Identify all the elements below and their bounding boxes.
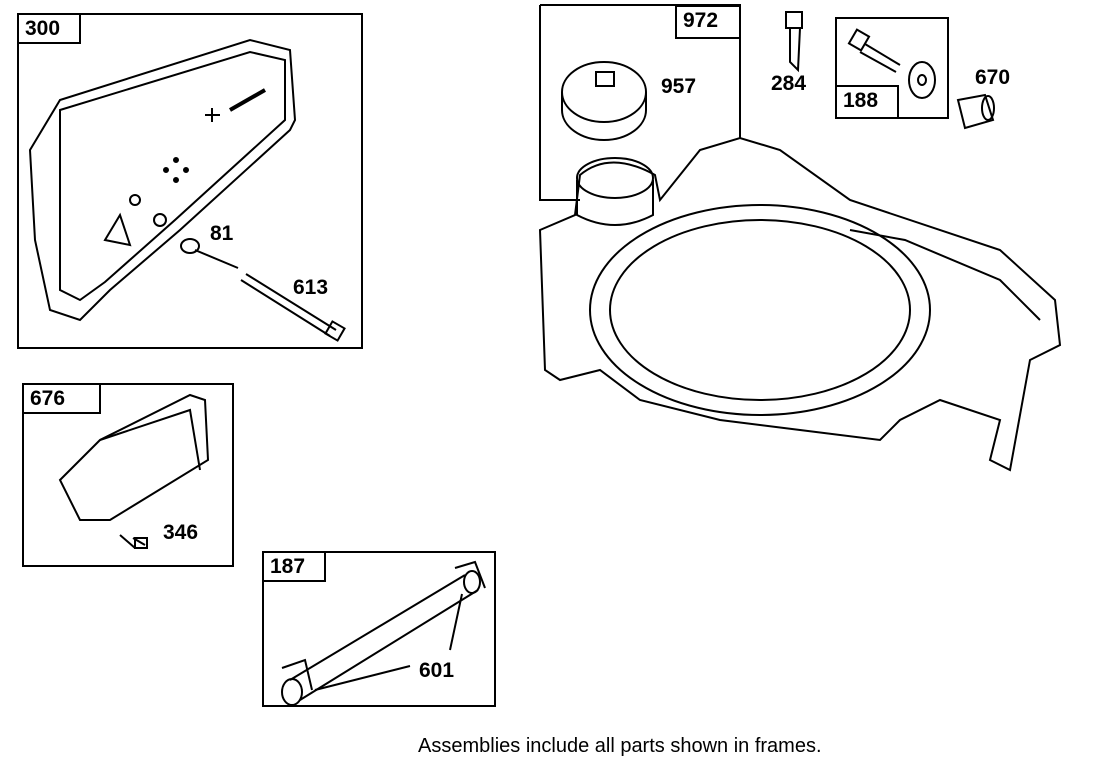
screw-188-drawing — [847, 28, 936, 99]
callout-613: 613 — [293, 276, 329, 299]
muffler-assembly-label: 300 — [17, 13, 81, 44]
callout-284: 284 — [771, 72, 807, 95]
caption: Assemblies include all parts shown in fr… — [418, 735, 822, 757]
fuel-line-assembly-frame — [262, 551, 496, 707]
callout-601: 601 — [419, 659, 455, 682]
muffler-assembly-frame — [17, 13, 363, 349]
fuel-line-assembly-label: 187 — [262, 551, 326, 582]
callout-81: 81 — [210, 222, 234, 245]
guard-assembly-label: 676 — [22, 383, 101, 414]
fuel-cap-drawing — [561, 61, 647, 141]
washer-81-drawing — [180, 238, 239, 269]
screw-284-drawing — [785, 11, 803, 73]
callout-670: 670 — [975, 66, 1011, 89]
muffler-drawing — [28, 38, 297, 322]
guard-drawing — [58, 393, 210, 549]
bolt-613-drawing — [240, 273, 346, 342]
fuel-cap-assembly-label: 972 — [675, 5, 741, 39]
screw-assembly-label: 188 — [835, 85, 899, 119]
callout-346: 346 — [163, 521, 199, 544]
fuel-tank-drawing — [538, 136, 1062, 472]
fuel-line-drawing — [281, 560, 486, 706]
spacer-670-drawing — [956, 93, 995, 130]
callout-957: 957 — [661, 75, 697, 98]
guard-assembly-frame — [22, 383, 234, 567]
